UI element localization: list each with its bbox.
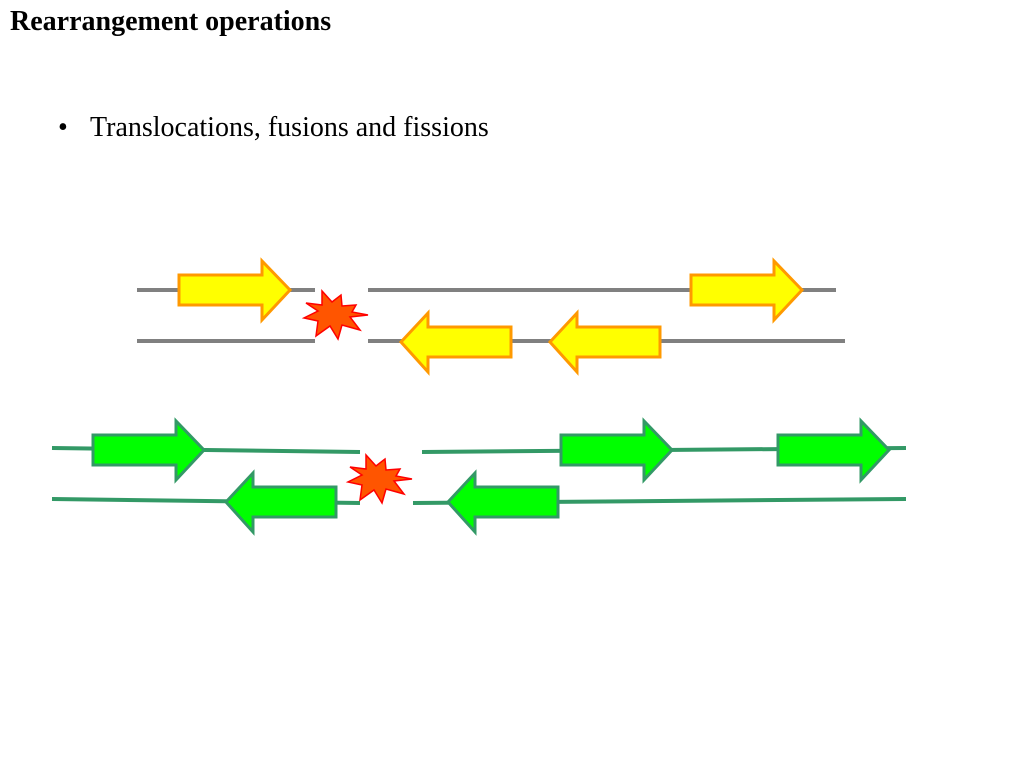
bullet-marker: • — [58, 112, 68, 143]
gene-arrow-left — [223, 469, 338, 536]
break-burst-icon — [301, 289, 369, 341]
bullet-item: • Translocations, fusions and fissions — [58, 112, 489, 144]
chromosome-pair-top — [137, 257, 845, 376]
gene-arrow-right — [559, 417, 675, 484]
bullet-text: Translocations, fusions and fissions — [90, 112, 489, 143]
slide-title: Rearrangement operations — [10, 6, 332, 37]
gene-arrow-right — [689, 257, 805, 324]
gene-arrow-left — [445, 469, 560, 536]
gene-arrow-left — [547, 309, 662, 376]
gene-arrow-right — [776, 417, 892, 484]
break-burst-icon — [345, 453, 413, 505]
chromosome-pair-bottom — [51, 417, 907, 536]
gene-arrow-left — [398, 309, 513, 376]
gene-arrow-right — [91, 417, 207, 484]
gene-arrow-right — [177, 257, 293, 324]
